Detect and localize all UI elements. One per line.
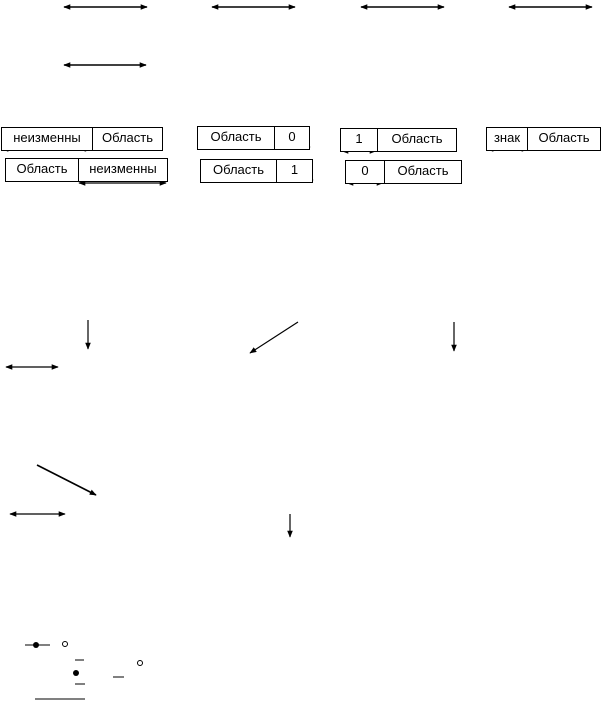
box-cell: Область (210, 129, 262, 144)
box-cell: неизменны (78, 159, 167, 181)
box-b5: 1 Область (340, 128, 457, 152)
diagonal-arrow-icon (249, 321, 299, 354)
box-b7: знак Область (486, 127, 601, 151)
dot-icon (33, 642, 39, 648)
box-cell: Область (92, 128, 162, 150)
dot-icon (73, 670, 79, 676)
box-cell: 1 (355, 131, 363, 146)
box-b3: Область 0 (197, 126, 310, 150)
diagonal-arrow-icon (36, 464, 97, 496)
box-cell: 0 (361, 163, 369, 178)
box-b1: неизменны Область (1, 127, 163, 151)
box-b2: Область неизменны (5, 158, 168, 182)
box-cell: Область (212, 162, 265, 177)
box-cell: 1 (276, 160, 312, 182)
box-b4: Область 1 (200, 159, 313, 183)
box-b6: 0 Область (345, 160, 462, 184)
box-cell: Область (527, 128, 600, 150)
box-cell: знак (493, 130, 521, 145)
box-cell: 0 (274, 127, 309, 149)
box-cell: Область (377, 129, 456, 151)
box-cell: Область (384, 161, 461, 183)
box-cell: Область (16, 161, 68, 176)
circle-icon (137, 660, 143, 666)
circle-icon (62, 641, 68, 647)
box-cell: неизменны (13, 130, 81, 145)
